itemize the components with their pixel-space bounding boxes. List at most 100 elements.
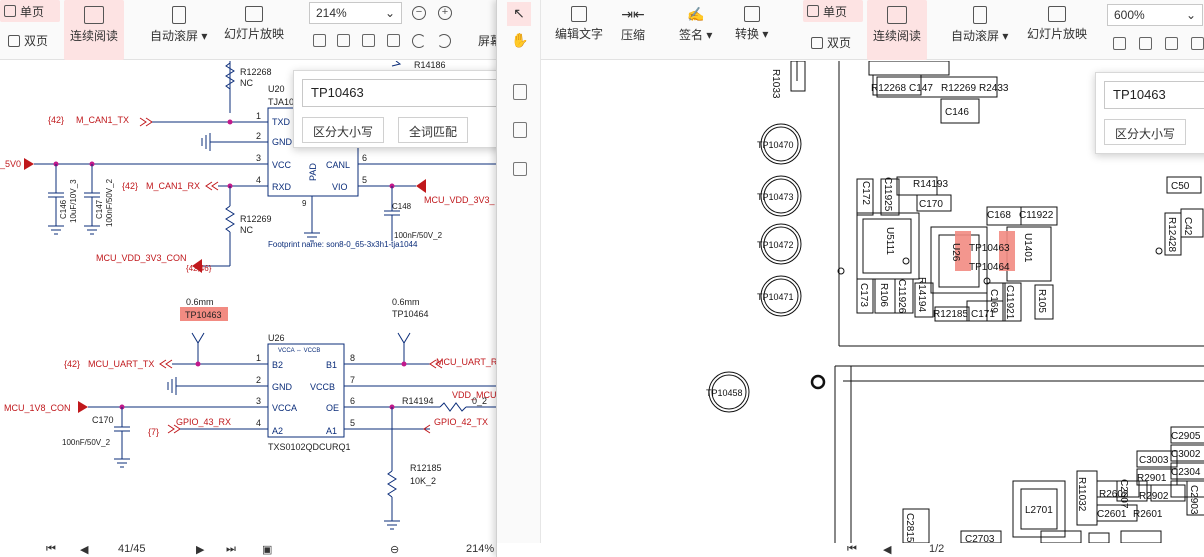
fit-width-icon[interactable] <box>1165 37 1178 50</box>
pcb-c50: C50 <box>1171 181 1190 192</box>
rotate-right-icon[interactable] <box>437 34 451 48</box>
pcb-r105: R105 <box>1036 289 1047 313</box>
fit-width-icon[interactable] <box>362 34 375 47</box>
first-page-icon[interactable]: ⏮ <box>46 543 56 555</box>
c146-value: 10uF/10V_3 <box>69 179 78 223</box>
actual-size-icon[interactable] <box>313 34 326 47</box>
pcb-c2607: C2607 <box>1118 479 1129 509</box>
last-page-icon[interactable]: ⏭ <box>226 543 236 555</box>
zoom-out-icon[interactable]: − <box>412 6 426 20</box>
rotate-left-icon[interactable] <box>412 34 426 48</box>
pcb-c11922: C11922 <box>1019 210 1054 221</box>
compress-button[interactable]: ⇥⇤ 压缩 <box>621 6 646 42</box>
right-double-page-button[interactable]: 双页 <box>811 34 851 51</box>
pcb-l2701: L2701 <box>1025 505 1053 516</box>
single-page-icon <box>807 5 819 17</box>
fit-page-icon[interactable] <box>1139 37 1152 50</box>
pcb-tp10471: TP10471 <box>757 292 794 302</box>
next-page-icon[interactable]: ▶ <box>196 544 205 556</box>
fit-height-icon[interactable] <box>1191 37 1204 50</box>
tp10463-label: TP10463 <box>185 310 222 320</box>
pcb-r12428: R12428 <box>1166 217 1177 252</box>
page-indicator[interactable]: 41/45 <box>118 543 146 555</box>
pcb-c2905: C2905 <box>1171 431 1201 442</box>
net-7: {7} <box>148 427 159 437</box>
right-match-case-button[interactable]: 区分大小写 <box>1104 119 1187 145</box>
zoom-select[interactable]: 214%⌄ <box>309 2 402 24</box>
continuous-reading-button[interactable]: 连续阅读 <box>64 0 124 60</box>
right-auto-scroll-button[interactable]: 自动滚屏 ▾ <box>951 6 1008 44</box>
compress-icon: ⇥⇤ <box>621 6 645 22</box>
r14194-value: 0_2 <box>472 396 487 406</box>
comment-icon[interactable] <box>513 162 527 176</box>
right-page-indicator[interactable]: 1/2 <box>929 543 945 555</box>
right-continuous-button[interactable]: 连续阅读 <box>867 0 927 60</box>
r12269-label: R12269 <box>240 214 272 224</box>
pin-3: 3 <box>256 153 261 163</box>
mcu-vdd-3v3-con-label: MCU_VDD_3V3_CON <box>96 253 187 263</box>
pcb-r12185: R12185 <box>933 309 968 320</box>
can-transceiver-section: R12268 NC R14186 U20 TJA10 {42} M_CAN1_T… <box>0 61 496 273</box>
u20-part: TJA10 <box>268 97 294 107</box>
pcb-r2433: R2433 <box>979 83 1009 94</box>
pin-txd: TXD <box>272 117 291 127</box>
whole-word-button[interactable]: 全词匹配 <box>398 117 469 143</box>
vdd-mcu-label: VDD_MCU <box>452 390 496 400</box>
double-page-icon <box>811 36 823 49</box>
zoom-out-small-icon[interactable]: ⊖ <box>390 544 400 556</box>
right-toolbar: 编辑文字 ⇥⇤ 压缩 ✍ 签名 ▾ 转换 ▾ 单页 双页 连续阅读 自动滚屏 ▾ <box>541 0 1204 60</box>
single-page-button[interactable]: 单页 <box>0 0 60 22</box>
double-page-button[interactable]: 双页 <box>8 32 48 49</box>
tp10464-label: TP10464 <box>392 309 429 319</box>
board-outlines <box>790 61 1204 543</box>
match-case-button[interactable]: 区分大小写 <box>302 117 385 143</box>
bookmark-icon[interactable] <box>513 84 527 100</box>
select-cursor-icon[interactable]: ↖ <box>507 2 531 26</box>
right-prev-page-icon[interactable]: ◀ <box>883 544 892 556</box>
right-zoom-select[interactable]: 600%⌄ <box>1107 4 1203 26</box>
convert-button[interactable]: 转换 ▾ <box>735 6 768 42</box>
left-find-input[interactable]: TP10463 <box>302 79 496 107</box>
fullscreen-button[interactable]: 屏幕 <box>478 34 496 48</box>
zoom-in-icon[interactable]: + <box>438 6 452 20</box>
net-42-46: {42,46} <box>186 264 212 273</box>
pcb-u1401: U1401 <box>1022 233 1033 263</box>
hand-tool-icon[interactable]: ✋ <box>511 32 529 48</box>
fit-page-icon[interactable] <box>337 34 350 47</box>
edit-text-icon <box>571 6 587 22</box>
vcca-vccb-note: VCCA ⇔ VCCB <box>278 348 320 354</box>
pcb-tp10473: TP10473 <box>757 192 794 202</box>
u26-pin-8: 8 <box>350 353 355 363</box>
fit-height-icon[interactable] <box>387 34 400 47</box>
pcb-c146: C146 <box>945 107 969 118</box>
u26-pin-2: 2 <box>256 375 261 385</box>
c170-value: 100nF/50V_2 <box>62 438 111 447</box>
prev-page-icon[interactable]: ◀ <box>80 544 89 556</box>
u26-pin-4: 4 <box>256 418 261 428</box>
actual-size-icon[interactable] <box>1113 37 1126 50</box>
r14194-label: R14194 <box>402 396 434 406</box>
status-zoom: 214% <box>466 543 495 555</box>
right-first-page-icon[interactable]: ⏮ <box>847 543 857 555</box>
right-single-page-button[interactable]: 单页 <box>803 0 863 22</box>
auto-scroll-button[interactable]: 自动滚屏 ▾ <box>150 6 207 44</box>
sign-button[interactable]: ✍ 签名 ▾ <box>679 6 713 42</box>
left-toolbar: 单页 双页 连续阅读 自动滚屏 ▾ 幻灯片放映 214%⌄ − + 屏幕 <box>0 0 496 60</box>
left-sidebar: ↖ ✋ ✕ <box>497 0 541 557</box>
c147-label: C147 <box>95 199 104 219</box>
pin-6: 6 <box>362 153 367 163</box>
pcb-c2815: C2815 <box>904 513 915 543</box>
m-can1-rx-label: M_CAN1_RX <box>146 181 200 191</box>
search-highlight <box>180 307 228 321</box>
net-42-c: {42} <box>64 359 80 369</box>
auto-scroll-icon <box>972 6 987 24</box>
thumbnails-icon[interactable] <box>513 122 527 138</box>
schematic-canvas: R12268 NC R14186 U20 TJA10 {42} M_CAN1_T… <box>0 61 496 530</box>
right-find-input[interactable]: TP10463 <box>1104 81 1204 109</box>
pcb-tp10472: TP10472 <box>757 240 794 250</box>
right-slideshow-button[interactable]: 幻灯片放映 <box>1027 6 1087 42</box>
pcb-r12268: R12268 <box>871 83 906 94</box>
export-icon[interactable]: ▣ <box>262 544 273 556</box>
edit-text-button[interactable]: 编辑文字 <box>555 6 603 42</box>
slideshow-button[interactable]: 幻灯片放映 <box>224 6 284 42</box>
